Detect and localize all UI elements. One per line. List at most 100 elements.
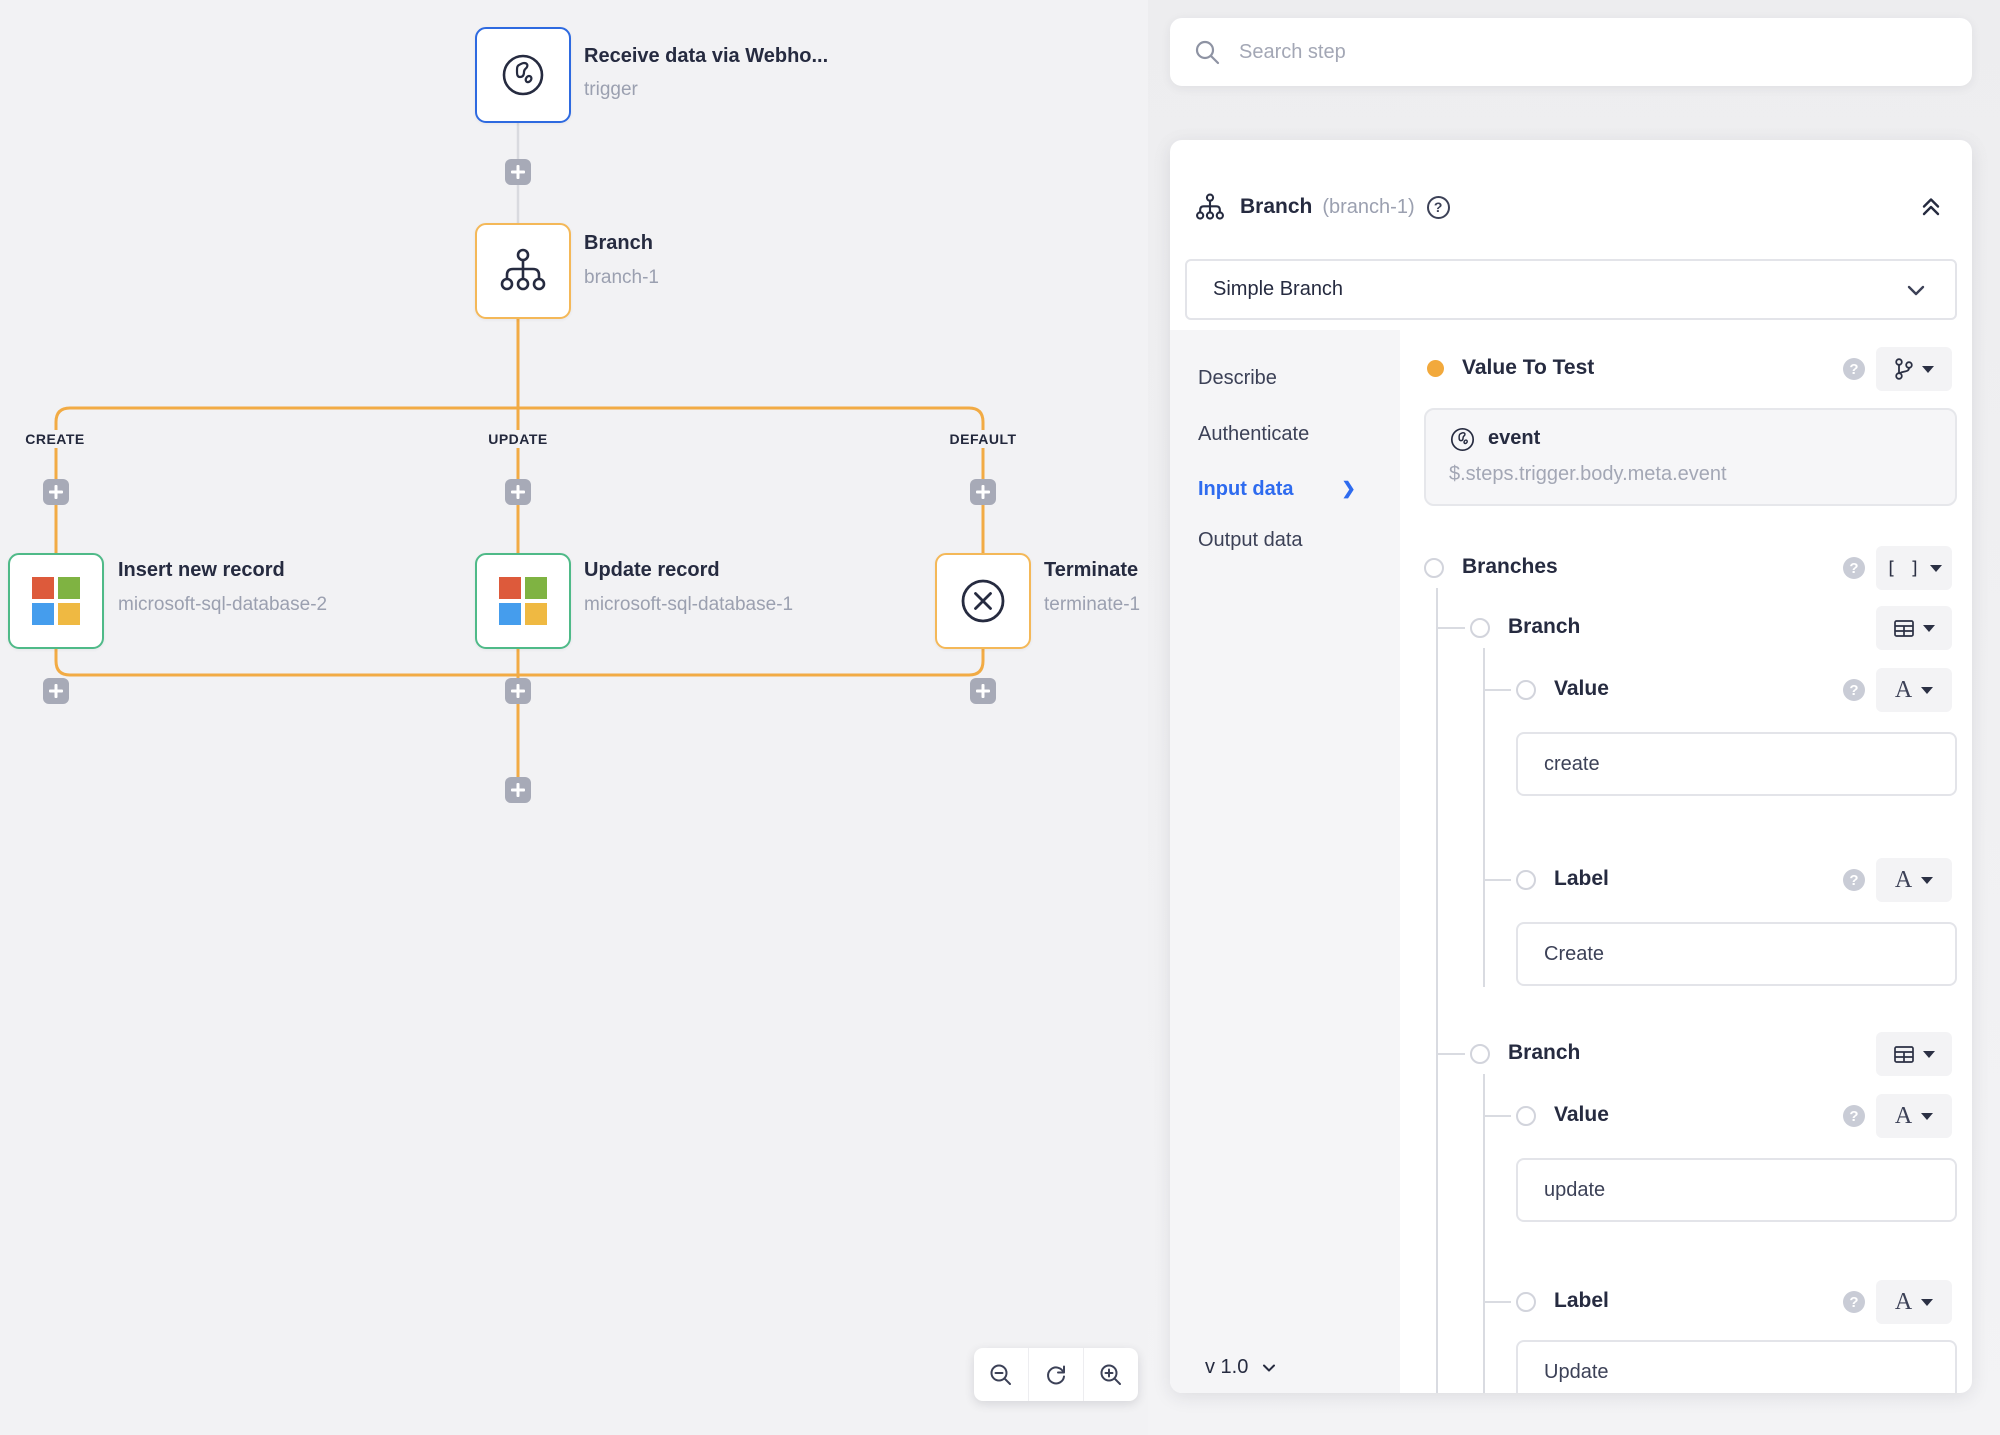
branch-type-select[interactable]: [1876, 606, 1952, 650]
zoom-out-icon: [990, 1364, 1011, 1385]
add-step-button[interactable]: [505, 159, 531, 185]
add-step-button[interactable]: [970, 678, 996, 704]
tab-describe[interactable]: Describe: [1198, 366, 1277, 390]
tree-line: [1484, 1115, 1511, 1117]
string-type-icon: A: [1894, 1289, 1913, 1315]
string-type-select[interactable]: A: [1876, 1094, 1952, 1138]
tab-label: Input data: [1198, 477, 1294, 500]
zoom-in-button[interactable]: [1083, 1348, 1138, 1401]
add-step-button[interactable]: [970, 479, 996, 505]
globe-icon: [1450, 427, 1475, 452]
add-step-button[interactable]: [505, 479, 531, 505]
add-step-button[interactable]: [43, 479, 69, 505]
trigger-node[interactable]: [475, 27, 571, 123]
value-field-label: Value: [1554, 677, 1609, 700]
string-type-select[interactable]: A: [1876, 858, 1952, 902]
add-step-button[interactable]: [505, 678, 531, 704]
tree-line: [1436, 588, 1438, 1393]
field-status-dot: [1427, 360, 1444, 377]
help-icon[interactable]: [1843, 1291, 1865, 1313]
value-to-test-token[interactable]: event $.steps.trigger.body.meta.event: [1424, 408, 1957, 506]
string-type-icon: A: [1894, 677, 1913, 703]
help-icon[interactable]: [1843, 557, 1865, 579]
branch1-label-input[interactable]: [1516, 922, 1957, 986]
caret-down-icon: [1922, 624, 1935, 632]
branch-node-subtitle: branch-1: [584, 267, 659, 288]
caret-down-icon: [1922, 1050, 1935, 1058]
field-radio[interactable]: [1516, 1106, 1536, 1126]
version-selector[interactable]: v 1.0: [1205, 1356, 1278, 1379]
help-icon[interactable]: [1843, 869, 1865, 891]
chevron-down-icon: [1907, 285, 1925, 295]
label-field-label: Label: [1554, 1289, 1609, 1312]
caret-down-icon: [1930, 564, 1943, 572]
refresh-icon: [1047, 1365, 1065, 1384]
update-record-node[interactable]: [475, 553, 571, 649]
help-icon[interactable]: [1843, 679, 1865, 701]
help-icon[interactable]: [1426, 195, 1450, 219]
panel-step-id: (branch-1): [1322, 195, 1415, 218]
tab-output-data[interactable]: Output data: [1198, 528, 1303, 552]
branch-node[interactable]: [475, 223, 571, 319]
tab-authenticate[interactable]: Authenticate: [1198, 422, 1309, 446]
help-icon[interactable]: [1843, 1105, 1865, 1127]
tree-line: [1484, 689, 1511, 691]
zoom-in-icon: [1100, 1364, 1121, 1385]
tab-input-data[interactable]: Input data: [1198, 477, 1356, 501]
collapse-panel-button[interactable]: [1918, 194, 1944, 220]
field-radio[interactable]: [1470, 618, 1490, 638]
branch-path-label-default: DEFAULT: [941, 430, 1025, 448]
git-branch-icon: [1895, 358, 1913, 380]
terminate-node[interactable]: [935, 553, 1031, 649]
terminate-icon: [961, 579, 1005, 623]
value-to-test-type-select[interactable]: [1876, 347, 1952, 391]
branch-type-select[interactable]: [1876, 1032, 1952, 1076]
tree-line: [1483, 1074, 1485, 1393]
microsoft-logo-icon: [499, 577, 547, 625]
insert-record-node[interactable]: [8, 553, 104, 649]
branch2-label-input[interactable]: [1516, 1340, 1957, 1393]
caret-down-icon: [1921, 1298, 1934, 1306]
tab-label: Describe: [1198, 366, 1277, 389]
zoom-reset-button[interactable]: [1028, 1348, 1083, 1401]
string-type-select[interactable]: A: [1876, 1280, 1952, 1324]
version-label: v 1.0: [1205, 1356, 1249, 1378]
microsoft-logo-icon: [32, 577, 80, 625]
string-type-select[interactable]: A: [1876, 668, 1952, 712]
table-type-icon: [1893, 619, 1914, 637]
canvas-zoom-toolbar: [974, 1348, 1138, 1401]
field-radio[interactable]: [1516, 680, 1536, 700]
branch-type-select[interactable]: Simple Branch: [1185, 259, 1957, 320]
tab-label: Authenticate: [1198, 422, 1310, 445]
field-radio[interactable]: [1516, 1292, 1536, 1312]
terminate-subtitle: terminate-1: [1044, 594, 1141, 615]
step-config-panel: Branch (branch-1) Simple Branch Describe…: [1170, 140, 1972, 1393]
array-type-icon: [ ]: [1885, 557, 1922, 579]
trigger-node-subtitle: trigger: [584, 79, 638, 100]
update-record-title: Update record: [584, 559, 720, 581]
branches-type-select[interactable]: [ ]: [1876, 546, 1952, 590]
branch2-value-input[interactable]: [1516, 1158, 1957, 1222]
double-chevron-up-icon: [1922, 198, 1940, 216]
caret-down-icon: [1921, 686, 1934, 694]
zoom-out-button[interactable]: [974, 1348, 1028, 1401]
caret-down-icon: [1922, 365, 1934, 373]
add-step-button[interactable]: [43, 678, 69, 704]
field-radio[interactable]: [1470, 1044, 1490, 1064]
tree-line: [1483, 648, 1485, 987]
tree-line: [1484, 879, 1511, 881]
tree-line: [1484, 1301, 1511, 1303]
search-step-bar: [1170, 18, 1972, 86]
insert-record-title: Insert new record: [118, 559, 285, 581]
add-step-button[interactable]: [505, 777, 531, 803]
search-step-input[interactable]: [1237, 39, 1948, 65]
field-radio[interactable]: [1424, 558, 1444, 578]
tree-line: [1437, 1053, 1465, 1055]
branch-path-label-update: UPDATE: [480, 430, 556, 448]
field-radio[interactable]: [1516, 870, 1536, 890]
terminate-title: Terminate: [1044, 559, 1139, 581]
branch-icon: [1196, 193, 1224, 220]
branch1-value-input[interactable]: [1516, 732, 1957, 796]
panel-step-title: Branch: [1240, 195, 1313, 218]
help-icon[interactable]: [1843, 358, 1865, 380]
